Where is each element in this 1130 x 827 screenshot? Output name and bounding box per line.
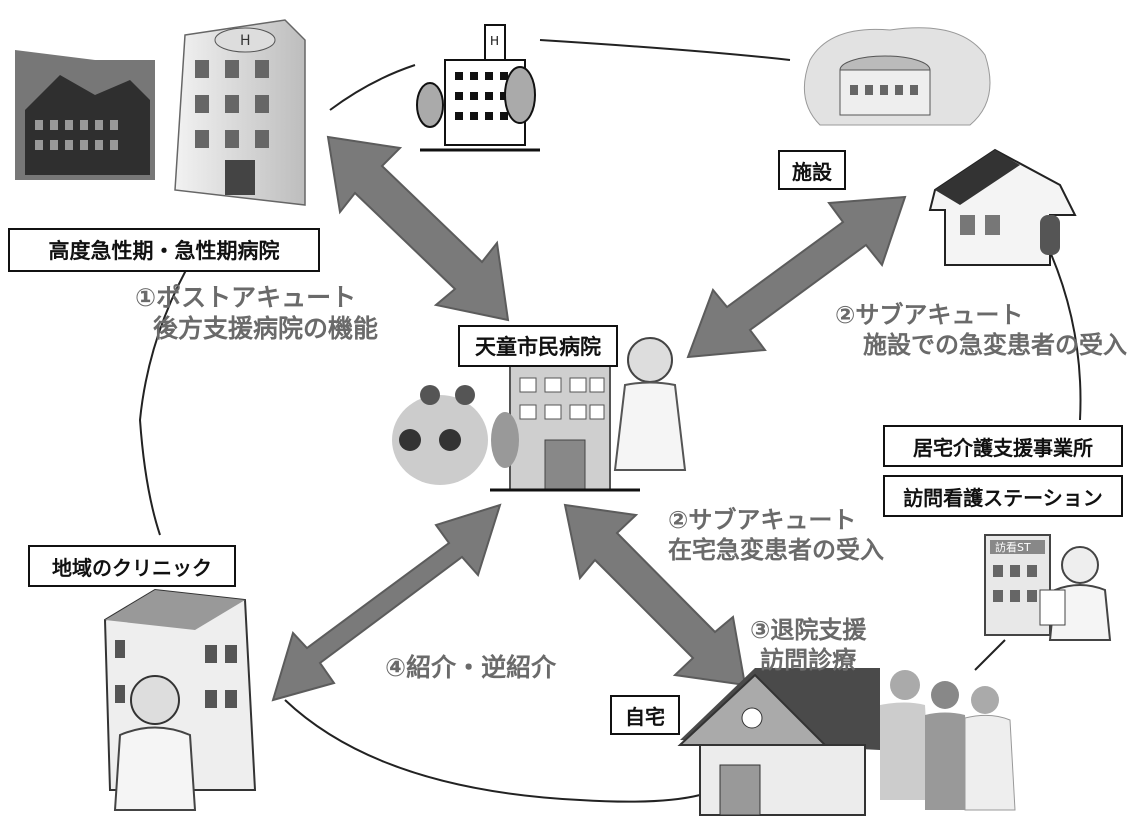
facility-label: 施設: [778, 150, 846, 190]
caption-sub-acute-facility: ②サブアキュート 施設での急変患者の受入: [835, 300, 1127, 360]
caption-referral: ④紹介・逆紹介: [385, 653, 557, 682]
caption-post-acute: ①ポストアキュート 後方支援病院の機能: [135, 282, 378, 345]
caption-post-acute-line1: ①ポストアキュート: [135, 283, 357, 312]
local-clinic-label: 地域のクリニック: [28, 545, 236, 587]
nursing-station-sign: 訪看ST: [995, 540, 1031, 554]
home-care-office-label: 居宅介護支援事業所: [883, 425, 1123, 467]
caption-sub-acute-home-line1: ②サブアキュート: [668, 506, 857, 534]
caregivers-illustration: [880, 670, 1016, 811]
caption-discharge-line1: ③退院支援: [750, 616, 867, 644]
acute-hospital-label: 高度急性期・急性期病院: [8, 228, 320, 272]
arrow-clinic-center: [271, 503, 502, 702]
center-hospital-label: 天童市民病院: [458, 325, 618, 367]
caption-discharge-line2: 訪問診療: [760, 646, 857, 674]
svg-text:H: H: [490, 34, 499, 48]
caption-sub-acute-facility-line1: ②サブアキュート: [835, 301, 1024, 329]
caption-sub-acute-home: ②サブアキュート 在宅急変患者の受入: [668, 505, 884, 565]
arrow-acute-center: [326, 135, 510, 322]
caption-post-acute-line2: 後方支援病院の機能: [153, 314, 379, 344]
nursing-station-illustration: 訪看ST: [984, 534, 1112, 641]
local-clinic-illustration: [103, 588, 257, 811]
center-hospital-illustration: [392, 337, 687, 492]
caption-sub-acute-home-line2: 在宅急変患者の受入: [668, 536, 884, 564]
facility-illustration: [803, 27, 1077, 266]
caption-discharge: ③退院支援 訪問診療: [750, 615, 866, 675]
small-hospital-illustration: H: [416, 24, 540, 152]
home-illustration: [677, 668, 880, 816]
nursing-station-label: 訪問看護ステーション: [883, 475, 1123, 517]
arrow-facility-center: [686, 195, 907, 359]
home-label: 自宅: [610, 695, 680, 735]
svg-text:H: H: [240, 33, 251, 49]
caption-sub-acute-facility-line2: 施設での急変患者の受入: [863, 331, 1127, 359]
acute-hospital-illustration: H: [15, 19, 306, 206]
